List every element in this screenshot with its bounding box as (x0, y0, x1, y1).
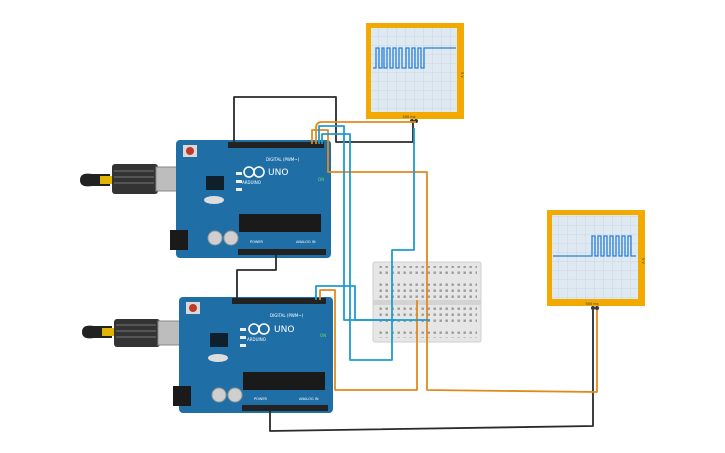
power-label: POWER (254, 397, 268, 401)
wire-orange-bottom-signal[interactable] (319, 289, 418, 391)
usb-cable-bottom[interactable] (82, 319, 193, 347)
wire-blue-top-long[interactable] (321, 128, 415, 361)
digital-label: DIGITAL (PWM~) (266, 157, 300, 162)
arduino-logo-icon (243, 166, 265, 178)
scope-trace (373, 47, 456, 69)
wire-orange-top-signal[interactable] (315, 121, 416, 144)
power-label: POWER (250, 240, 264, 244)
wire-orange-top-to-bottom[interactable] (311, 129, 598, 393)
atmega-chip (239, 214, 321, 232)
arduino-uno-bottom[interactable]: ARDUINO UNO DIGITAL (PWM~) POWER ANALOG … (82, 297, 333, 413)
voltage-division-label: 5 V (460, 72, 464, 78)
time-division-label: 500 ms (402, 115, 415, 119)
wire-black-top-gnd[interactable] (233, 96, 414, 143)
digital-header[interactable] (232, 298, 326, 304)
oscilloscope-top[interactable]: 500 ms 5 V (366, 23, 464, 123)
time-division-label: 500 ms (585, 302, 598, 306)
model-label: UNO (268, 168, 288, 178)
model-label: UNO (274, 325, 294, 335)
oscilloscope-right[interactable]: 500 ms 5 V (547, 210, 645, 310)
power-analog-header[interactable] (238, 249, 326, 255)
power-jack (170, 230, 188, 250)
reset-button[interactable] (186, 147, 194, 155)
arduino-logo-icon (248, 323, 270, 335)
scope-trace (553, 235, 636, 257)
power-analog-header[interactable] (242, 405, 328, 411)
wire-black-bottom-gnd[interactable] (269, 310, 594, 432)
usb-cable-top[interactable] (80, 164, 191, 194)
digital-header[interactable] (228, 142, 324, 148)
reset-button[interactable] (189, 304, 197, 312)
voltage-division-label: 5 V (641, 258, 645, 264)
wire-black-link-boards[interactable] (236, 255, 277, 299)
arduino-uno-top[interactable]: ARDUINO UNO DIGITAL (PWM~) POWER ANALOG … (80, 140, 331, 258)
digital-label: DIGITAL (PWM~) (270, 313, 304, 318)
analog-label: ANALOG IN (299, 397, 319, 401)
on-led-label: ON (318, 177, 324, 182)
brand-label: ARDUINO (247, 337, 266, 342)
brand-label: ARDUINO (242, 180, 261, 185)
on-led-label: ON (320, 333, 326, 338)
analog-label: ANALOG IN (296, 240, 316, 244)
wire-blue-bottom[interactable] (315, 285, 396, 321)
